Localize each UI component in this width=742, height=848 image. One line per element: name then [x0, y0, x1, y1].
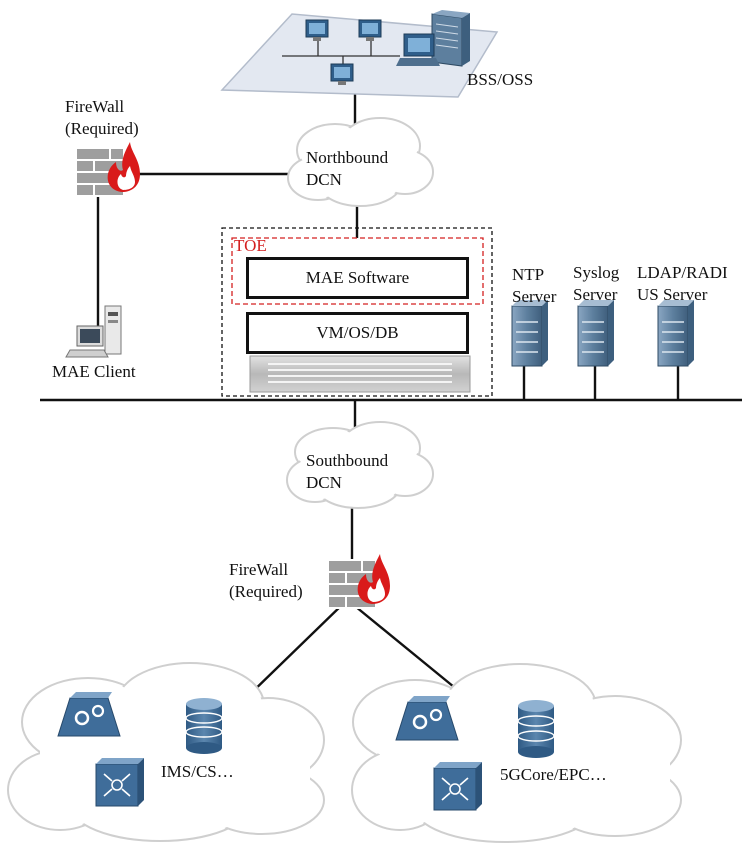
- firewall-icon-bottom: [327, 554, 390, 609]
- mae-software-label: MAE Software: [305, 268, 410, 287]
- bss-oss-label: BSS/OSS: [467, 70, 534, 89]
- network-element-icon-ims: [57, 692, 121, 737]
- firewall-top-label-line1: FireWall: [65, 97, 125, 116]
- firewall-icon-top: [75, 142, 140, 197]
- server-rack-icon-ldap: [657, 300, 694, 367]
- link-firewall-5g: [349, 601, 466, 697]
- ldap-label-line1: LDAP/RADI: [637, 263, 728, 282]
- mae-server-group: [221, 227, 493, 397]
- ntp-label-line1: NTP: [512, 265, 545, 284]
- database-icon-ims: [185, 698, 223, 754]
- mae-software-box: MAE Software: [246, 257, 469, 299]
- toe-boundary: [231, 237, 484, 305]
- server-rack-icon-syslog: [577, 300, 614, 367]
- core5g-label: 5GCore/EPC…: [500, 765, 607, 784]
- northbound-label-line1: Northbound: [306, 148, 389, 167]
- toe-label: TOE: [234, 236, 267, 255]
- syslog-label-line2: Server: [573, 285, 618, 304]
- switch-icon-ims: [95, 758, 144, 807]
- bss-oss-platform: [220, 10, 499, 98]
- firewall-bottom-label-line1: FireWall: [229, 560, 289, 579]
- firewall-top-label-line2: (Required): [65, 119, 139, 138]
- mae-client-label: MAE Client: [52, 362, 136, 381]
- vm-os-db-label: VM/OS/DB: [316, 323, 399, 342]
- syslog-label-line1: Syslog: [573, 263, 620, 282]
- ldap-label-line2: US Server: [637, 285, 708, 304]
- network-element-icon-5g: [395, 696, 459, 741]
- firewall-bottom-label-line2: (Required): [229, 582, 303, 601]
- workstation-icon: [65, 305, 122, 358]
- database-icon-5g: [517, 700, 555, 758]
- vm-os-db-box: VM/OS/DB: [246, 312, 469, 354]
- northbound-label-line2: DCN: [306, 170, 342, 189]
- southbound-label-line2: DCN: [306, 473, 342, 492]
- server-rack-icon-ntp: [511, 300, 548, 367]
- ims-label: IMS/CS…: [161, 762, 234, 781]
- southbound-label-line1: Southbound: [306, 451, 389, 470]
- connections: [40, 92, 742, 701]
- computer-network-icon: [305, 10, 470, 85]
- link-firewall-ims: [243, 601, 346, 701]
- switch-icon-5g: [433, 762, 482, 811]
- blade-server-icon: [249, 355, 471, 393]
- ntp-label-line2: Server: [512, 287, 557, 306]
